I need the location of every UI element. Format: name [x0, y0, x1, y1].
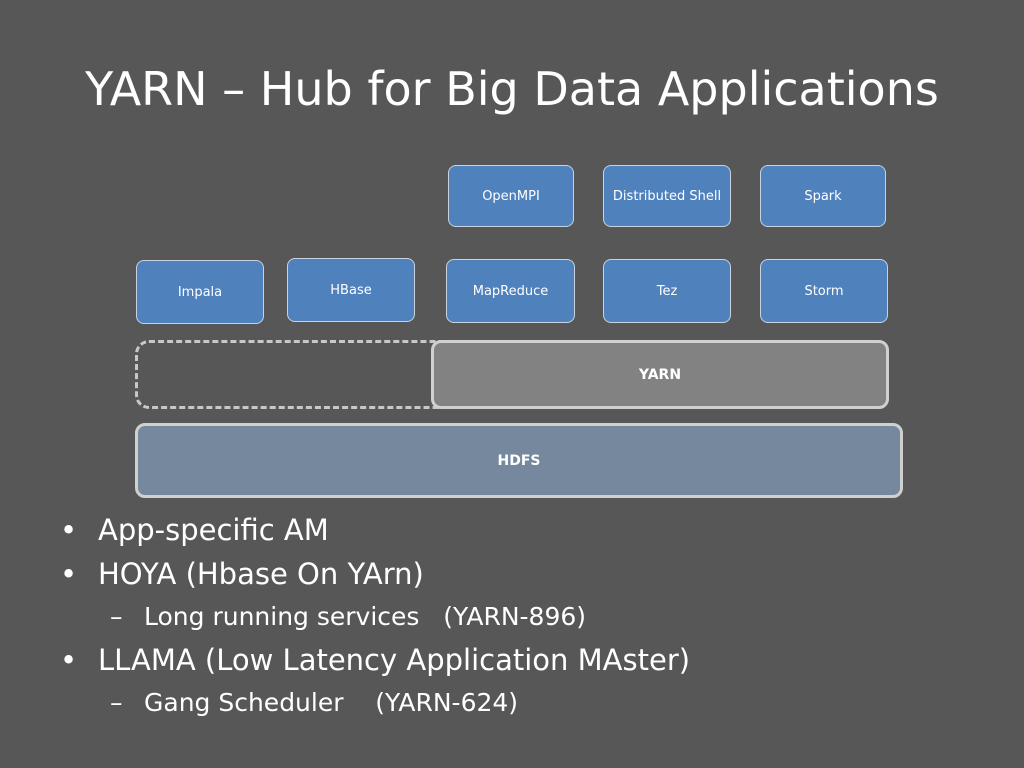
dashed-placeholder-box [135, 340, 457, 409]
sub-bullet-mark: – [110, 688, 123, 717]
sub-bullet-item: – Gang Scheduler (YARN-624) [60, 682, 960, 724]
bullet-list: • App-specific AM • HOYA (Hbase On YArn)… [60, 508, 960, 724]
yarn-label: YARN [638, 366, 682, 383]
bullet-mark: • [60, 643, 78, 677]
app-box-openmpi: OpenMPI [448, 165, 574, 227]
sub-bullet-text: Long running services (YARN-896) [144, 602, 587, 631]
app-box-impala: Impala [136, 260, 264, 324]
bullet-text: App-specific AM [98, 513, 329, 547]
bullet-mark: • [60, 513, 78, 547]
app-box-mapreduce: MapReduce [446, 259, 575, 323]
app-box-storm: Storm [760, 259, 888, 323]
bullet-item: • HOYA (Hbase On YArn) [60, 552, 960, 596]
app-box-distributed-shell: Distributed Shell [603, 165, 731, 227]
hdfs-layer: HDFS [135, 423, 903, 498]
app-box-hbase: HBase [287, 258, 415, 322]
bullet-item: • App-specific AM [60, 508, 960, 552]
sub-bullet-text: Gang Scheduler (YARN-624) [144, 688, 519, 717]
sub-bullet-item: – Long running services (YARN-896) [60, 596, 960, 638]
app-box-spark: Spark [760, 165, 886, 227]
bullet-item: • LLAMA (Low Latency Application MAster) [60, 638, 960, 682]
slide-title: YARN – Hub for Big Data Applications [85, 62, 939, 116]
yarn-layer: YARN [431, 340, 889, 409]
hdfs-label: HDFS [497, 452, 541, 469]
bullet-text: HOYA (Hbase On YArn) [98, 557, 424, 591]
app-box-tez: Tez [603, 259, 731, 323]
bullet-mark: • [60, 557, 78, 591]
bullet-text: LLAMA (Low Latency Application MAster) [98, 643, 691, 677]
sub-bullet-mark: – [110, 602, 123, 631]
